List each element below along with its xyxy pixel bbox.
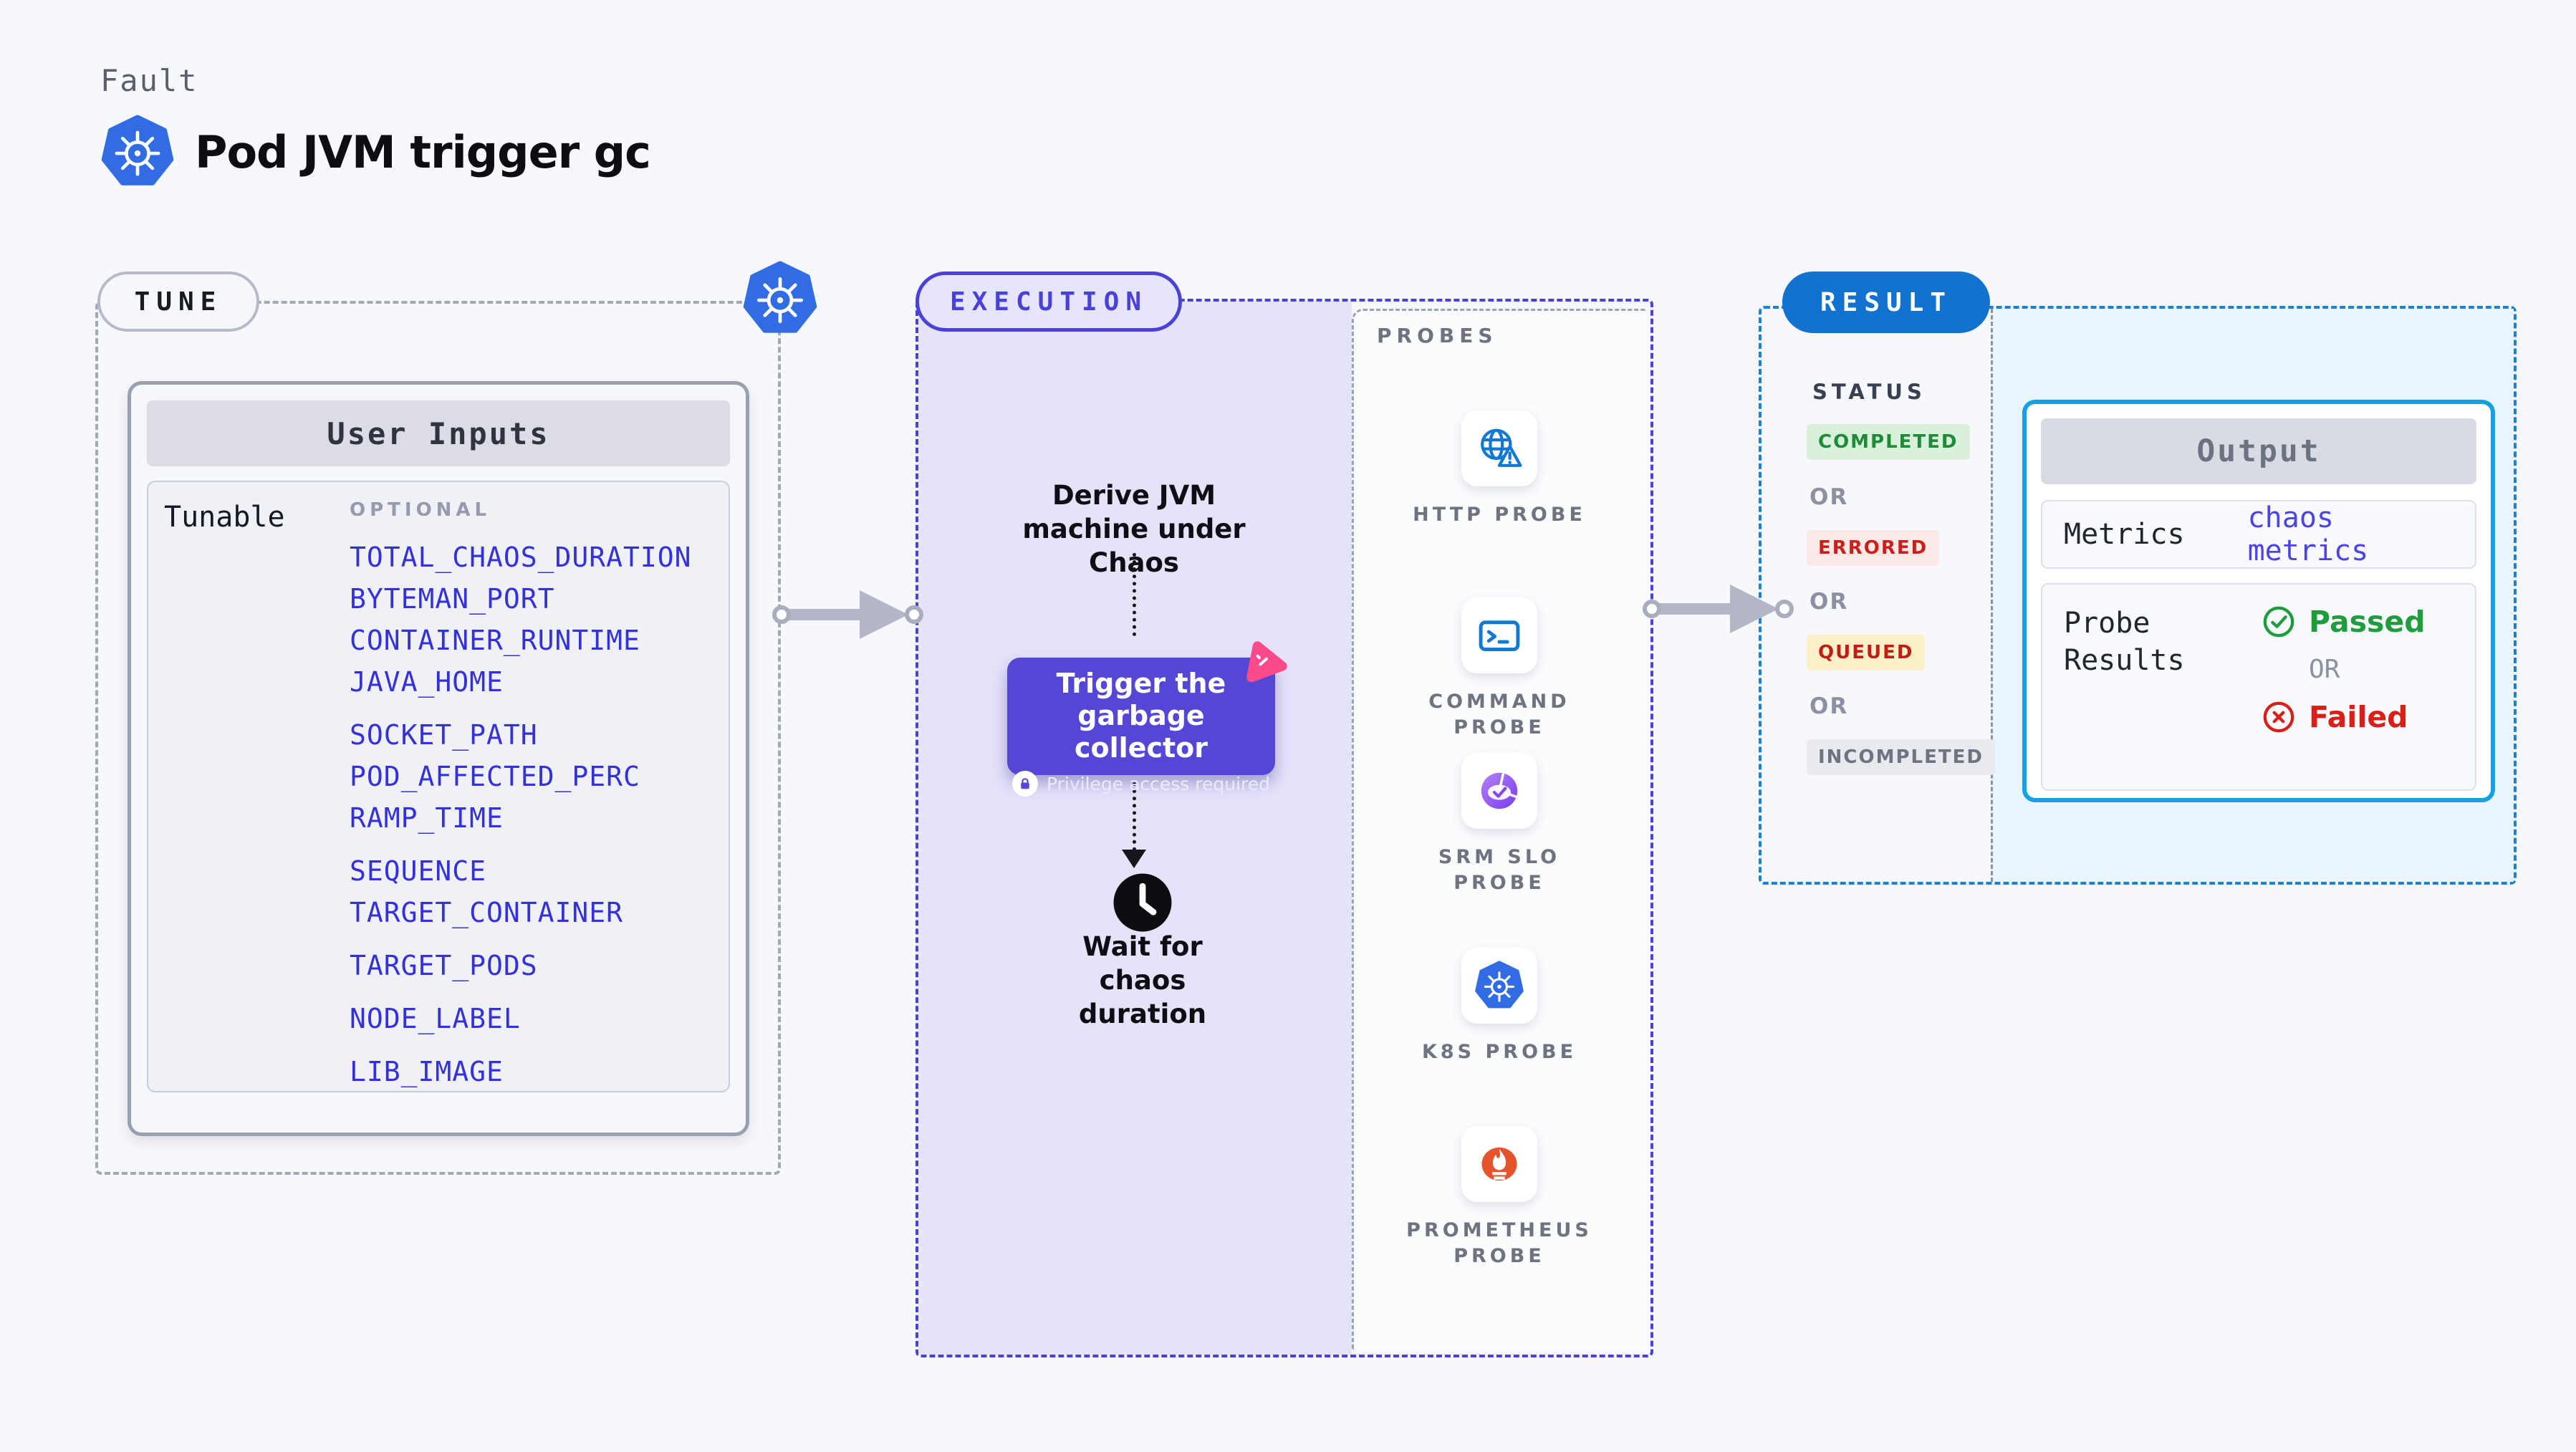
probe-results-row: Probe Results Passed OR Failed xyxy=(2041,583,2476,791)
chaos-metrics-link[interactable]: chaos metrics xyxy=(2247,501,2369,567)
page-title: Pod JVM trigger gc xyxy=(195,125,651,178)
probe-item-command: COMMAND PROBE xyxy=(1388,597,1610,741)
probe-label: HTTP PROBE xyxy=(1413,504,1586,526)
param-link[interactable]: SOCKET_PATH xyxy=(350,719,538,751)
status-badge-errored: ERRORED xyxy=(1807,530,1940,566)
metrics-label: Metrics xyxy=(2064,518,2185,551)
srm-slo-probe-card[interactable] xyxy=(1461,753,1537,829)
status-badge-queued: QUEUED xyxy=(1807,635,1926,670)
command-probe-card[interactable] xyxy=(1461,597,1537,673)
param-link[interactable]: POD_AFFECTED_PERC xyxy=(350,761,640,792)
probe-label: K8S PROBE xyxy=(1421,1041,1577,1063)
privilege-note-row: Privilege access required xyxy=(1007,771,1275,797)
probe-item-prometheus: PROMETHEUS PROBE xyxy=(1388,1126,1610,1269)
k8s-probe-icon xyxy=(1474,961,1524,1011)
tunable-param-list: TOTAL_CHAOS_DURATION BYTEMAN_PORT CONTAI… xyxy=(350,542,692,1087)
or-separator: OR xyxy=(2309,655,2340,684)
param-link[interactable]: SEQUENCE xyxy=(350,855,487,887)
k8s-probe-card[interactable] xyxy=(1461,948,1537,1024)
param-link[interactable]: RAMP_TIME xyxy=(350,802,504,834)
optional-label: OPTIONAL xyxy=(350,499,491,521)
chaos-experiment-icon xyxy=(1237,635,1289,688)
user-inputs-card: User Inputs Tunable OPTIONAL TOTAL_CHAOS… xyxy=(128,381,749,1136)
result-badge: RESULT xyxy=(1782,271,1990,333)
probe-item-http: HTTP PROBE xyxy=(1388,410,1610,528)
param-link[interactable]: LIB_IMAGE xyxy=(350,1056,504,1087)
probe-results-values: Passed OR Failed xyxy=(2262,605,2426,769)
tune-section-box xyxy=(95,301,781,1175)
flow-connector xyxy=(1133,782,1136,851)
flow-connector xyxy=(1133,553,1136,636)
execution-badge: EXECUTION xyxy=(915,271,1182,332)
probe-label: PROMETHEUS PROBE xyxy=(1406,1219,1592,1267)
prometheus-probe-icon xyxy=(1474,1139,1524,1189)
privilege-note: Privilege access required xyxy=(1046,773,1271,794)
probe-label: COMMAND PROBE xyxy=(1428,691,1570,739)
flow-arrowhead xyxy=(1122,850,1146,868)
param-link[interactable]: TARGET_PODS xyxy=(350,950,538,981)
tunables-panel: Tunable OPTIONAL TOTAL_CHAOS_DURATION BY… xyxy=(147,481,730,1092)
output-header: Output xyxy=(2041,418,2476,484)
probe-item-k8s: K8S PROBE xyxy=(1388,948,1610,1065)
param-link[interactable]: NODE_LABEL xyxy=(350,1003,521,1034)
tunable-row-label: Tunable xyxy=(164,501,285,534)
probe-label: SRM SLO PROBE xyxy=(1438,846,1561,894)
status-header: STATUS xyxy=(1812,380,1926,404)
lock-icon xyxy=(1011,771,1038,797)
http-probe-card[interactable] xyxy=(1461,410,1537,486)
probes-header: PROBES xyxy=(1377,324,1498,347)
probe-item-srm-slo: SRM SLO PROBE xyxy=(1388,753,1610,896)
kubernetes-icon xyxy=(100,115,175,189)
failed-label: Failed xyxy=(2309,700,2408,734)
failed-row: Failed xyxy=(2262,700,2426,734)
probe-results-label: Probe Results xyxy=(2064,607,2185,677)
page-title-row: Pod JVM trigger gc xyxy=(100,115,651,189)
param-link[interactable]: TARGET_CONTAINER xyxy=(350,897,624,928)
passed-check-icon xyxy=(2262,605,2296,639)
passed-label: Passed xyxy=(2309,605,2426,639)
passed-row: Passed xyxy=(2262,605,2426,639)
or-separator: OR xyxy=(1810,484,1849,510)
status-badge-incompleted: INCOMPLETED xyxy=(1807,739,1995,775)
trigger-gc-button-label: Trigger the garbage collector xyxy=(1056,668,1226,764)
http-probe-icon xyxy=(1474,423,1524,473)
flow-arrow-tune-to-execution xyxy=(772,580,924,649)
prometheus-probe-card[interactable] xyxy=(1461,1126,1537,1202)
trigger-gc-button[interactable]: Trigger the garbage collector Privilege … xyxy=(1007,658,1275,797)
flow-arrow-execution-to-result xyxy=(1643,574,1794,643)
srm-slo-probe-icon xyxy=(1474,766,1524,816)
kubernetes-icon xyxy=(742,261,818,337)
wait-step-label: Wait for chaos duration xyxy=(1078,931,1207,1029)
failed-x-icon xyxy=(2262,700,2296,734)
or-separator: OR xyxy=(1810,589,1849,615)
status-badge-completed: COMPLETED xyxy=(1807,424,1970,460)
wait-clock-icon xyxy=(1111,871,1174,934)
param-link[interactable]: TOTAL_CHAOS_DURATION xyxy=(350,542,692,573)
or-separator: OR xyxy=(1810,693,1849,719)
command-probe-icon xyxy=(1474,610,1524,660)
metrics-row: Metrics chaos metrics xyxy=(2041,500,2476,569)
fault-kicker: Fault xyxy=(100,63,198,98)
user-inputs-header: User Inputs xyxy=(147,400,730,466)
derive-step-label: Derive JVM machine under Chaos xyxy=(1022,480,1246,578)
param-link[interactable]: CONTAINER_RUNTIME xyxy=(350,625,640,656)
param-link[interactable]: BYTEMAN_PORT xyxy=(350,583,555,615)
output-card: Output Metrics chaos metrics Probe Resul… xyxy=(2022,400,2495,802)
tune-badge: TUNE xyxy=(97,271,259,332)
param-link[interactable]: JAVA_HOME xyxy=(350,666,504,698)
